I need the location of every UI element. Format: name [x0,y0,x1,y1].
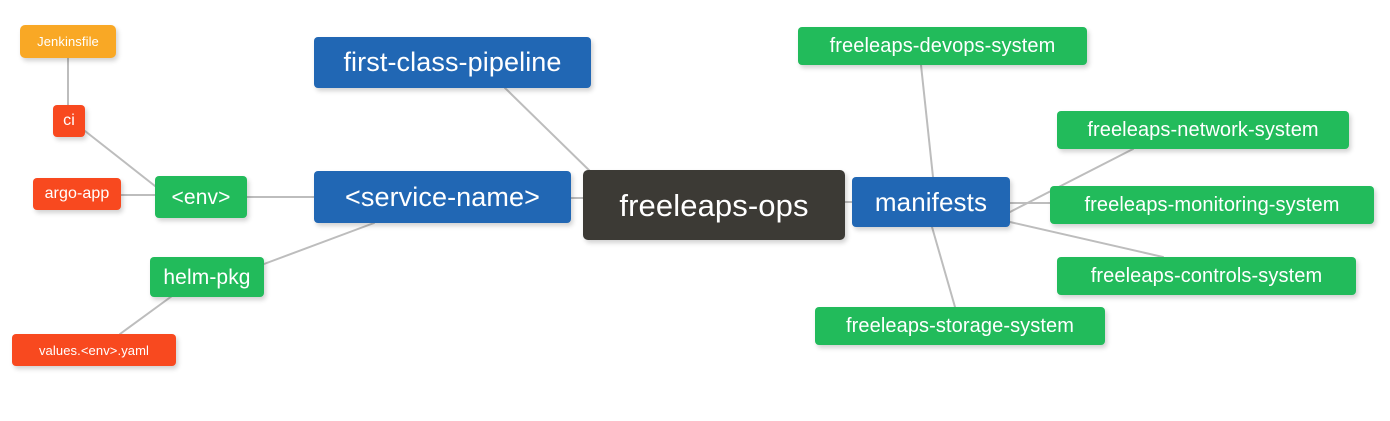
node-first-class-pipeline[interactable]: first-class-pipeline [314,37,591,88]
node-ci[interactable]: ci [53,105,85,137]
node-env[interactable]: <env> [155,176,247,218]
node-values-env-yaml[interactable]: values.<env>.yaml [12,334,176,366]
node-jenkinsfile[interactable]: Jenkinsfile [20,25,116,58]
edge-freeleaps-ops-to-first-class-pipeline [504,87,596,177]
node-freeleaps-storage-system[interactable]: freeleaps-storage-system [815,307,1105,345]
node-helm-pkg[interactable]: helm-pkg [150,257,264,297]
node-freeleaps-devops-system[interactable]: freeleaps-devops-system [798,27,1087,65]
node-argo-app[interactable]: argo-app [33,178,121,210]
edge-manifests-to-freeleaps-devops-system [920,64,934,178]
node-freeleaps-ops[interactable]: freeleaps-ops [583,170,845,240]
edge-service-name-to-helm-pkg [263,222,375,265]
node-manifests[interactable]: manifests [852,177,1010,227]
edge-manifests-to-freeleaps-controls-system [1009,221,1164,258]
node-freeleaps-controls-system[interactable]: freeleaps-controls-system [1057,257,1356,295]
edge-manifests-to-freeleaps-storage-system [931,226,956,308]
node-freeleaps-network-system[interactable]: freeleaps-network-system [1057,111,1349,149]
node-service-name[interactable]: <service-name> [314,171,571,223]
node-freeleaps-monitoring-system[interactable]: freeleaps-monitoring-system [1050,186,1374,224]
edge-helm-pkg-to-values-env-yaml [119,295,173,335]
